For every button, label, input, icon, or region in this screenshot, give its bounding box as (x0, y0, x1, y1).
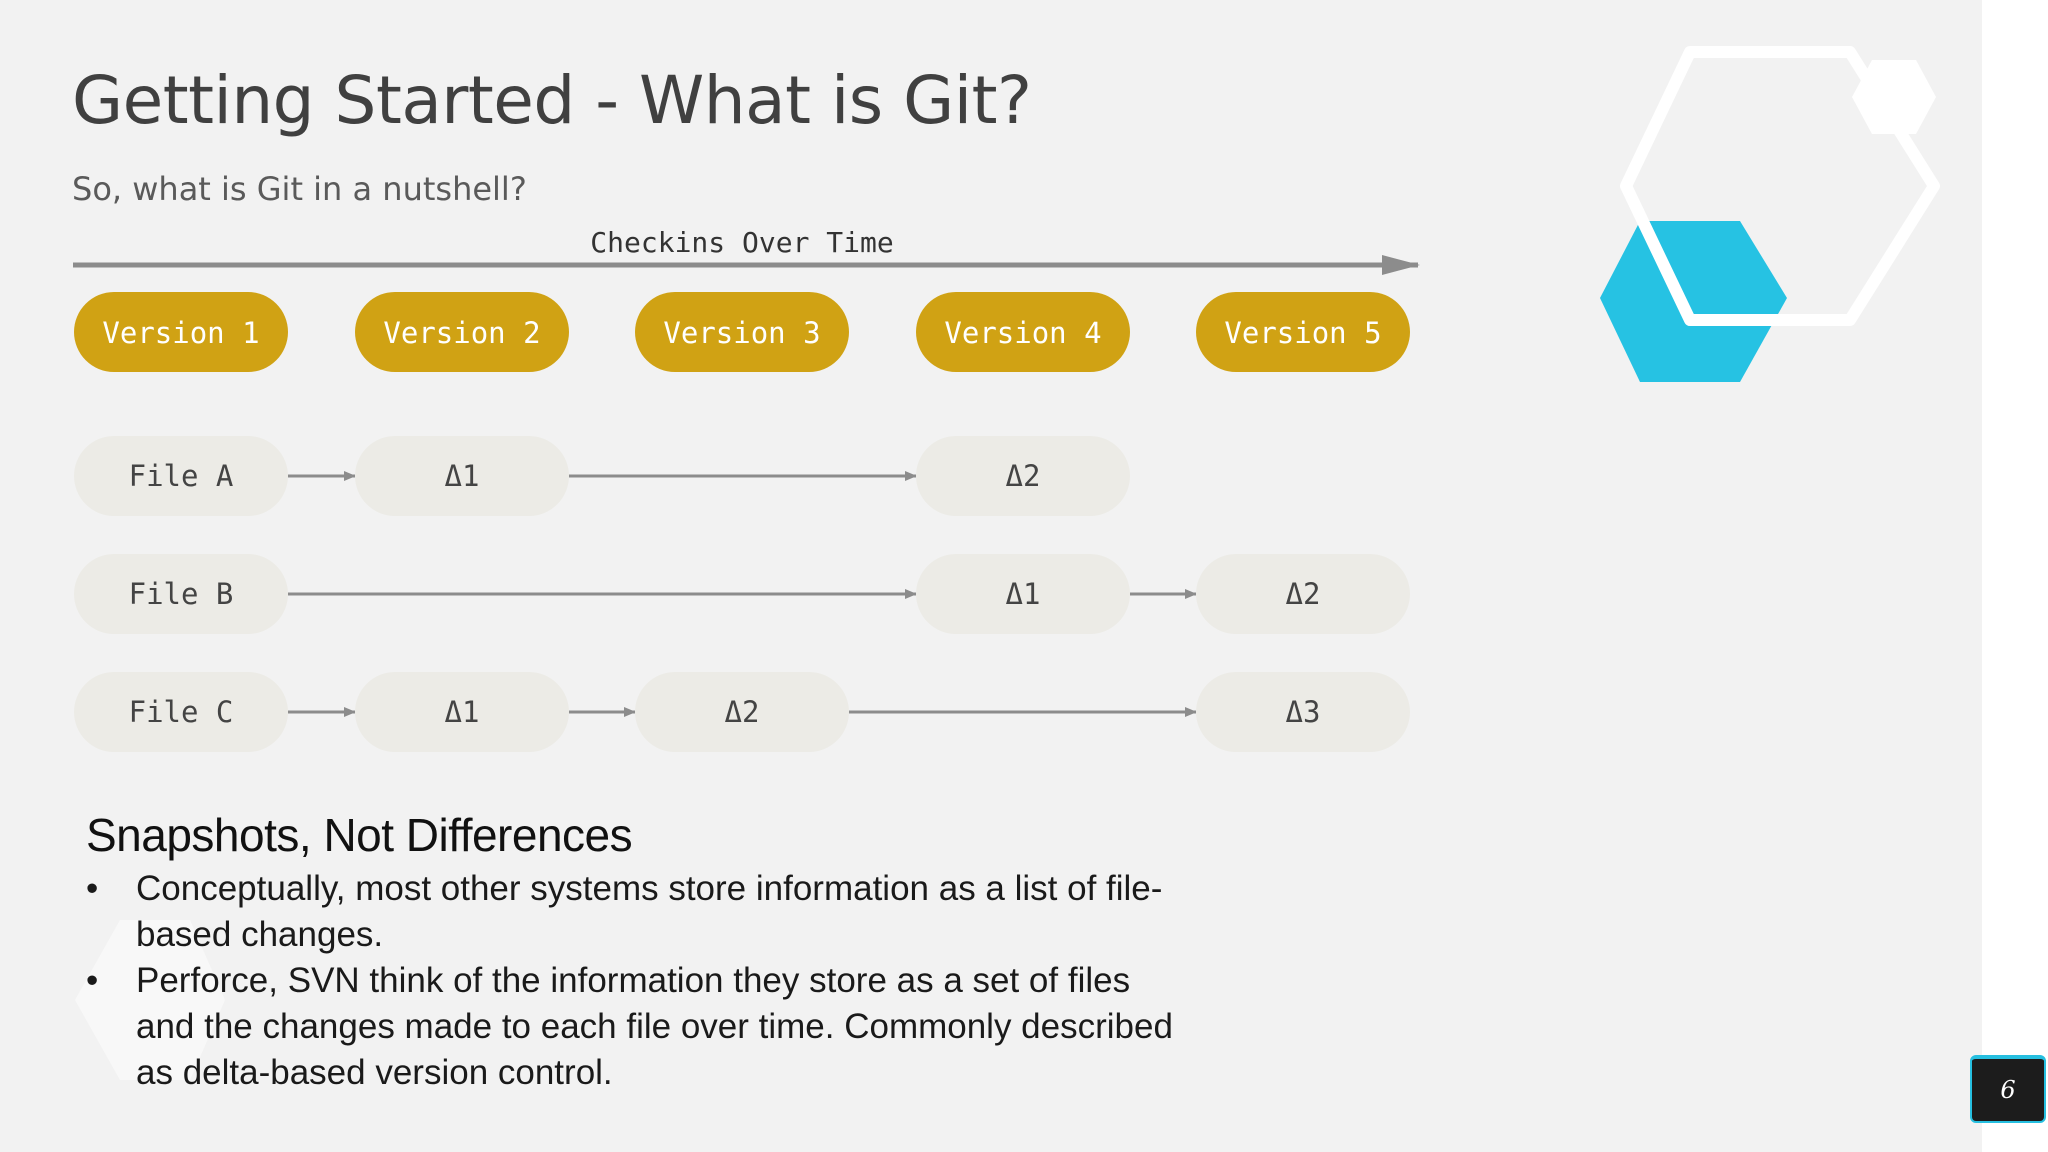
file-pill-a (74, 436, 288, 516)
version-pill-4: Version 4 (916, 292, 1130, 372)
delta-label-b-1: Δ1 (1006, 577, 1041, 611)
file-row-c: File C Δ1 Δ2 Δ3 (74, 672, 1410, 752)
delta-pill-a-2 (916, 436, 1130, 516)
bullet-marker: • (86, 869, 99, 908)
file-row-b: File B Δ1 Δ2 (74, 554, 1410, 634)
window-edge (2024, 0, 2048, 1152)
delta-label-c-2: Δ2 (725, 695, 760, 729)
version-pill-2: Version 2 (355, 292, 569, 372)
cyan-hexagon-shape (1600, 221, 1787, 382)
bullet-text-2: Perforce, SVN think of the information t… (136, 961, 1173, 1092)
version-label-5: Version 5 (1224, 316, 1381, 350)
slide-title: Getting Started - What is Git? (72, 62, 1032, 139)
small-white-hexagon-shape (1852, 60, 1936, 134)
slide-subtitle: So, what is Git in a nutshell? (72, 170, 527, 208)
bullet-list: • Conceptually, most other systems store… (86, 866, 1186, 1096)
file-label-a: File A (129, 459, 234, 493)
white-hexagon-outline-shape (1620, 46, 1940, 326)
file-row-a: File A Δ1 Δ2 (74, 436, 1130, 516)
delta-label-c-3: Δ3 (1286, 695, 1321, 729)
delta-storage-diagram: Checkins Over Time Version 1 Version 2 V… (73, 226, 1420, 752)
slide-canvas: Getting Started - What is Git? So, what … (0, 0, 1982, 1152)
bullet-marker: • (86, 961, 99, 1000)
delta-pill-c-3 (1196, 672, 1410, 752)
faint-hexagon-shape (75, 920, 225, 1080)
delta-label-c-1: Δ1 (445, 695, 480, 729)
version-label-2: Version 2 (383, 316, 540, 350)
file-label-c: File C (129, 695, 234, 729)
bullet-item-1: • Conceptually, most other systems store… (86, 866, 1186, 958)
version-pill-5: Version 5 (1196, 292, 1410, 372)
faint-hexagon-decoration (75, 920, 225, 1080)
version-label-3: Version 3 (663, 316, 820, 350)
delta-pill-c-1 (355, 672, 569, 752)
version-label-1: Version 1 (102, 316, 259, 350)
delta-label-a-2: Δ2 (1006, 459, 1041, 493)
bullet-text-1: Conceptually, most other systems store i… (136, 869, 1163, 954)
version-pill-3: Version 3 (635, 292, 849, 372)
page-number-badge: 6 (1970, 1055, 2046, 1123)
delta-pill-b-1 (916, 554, 1130, 634)
section-heading: Snapshots, Not Differences (86, 809, 633, 861)
timeline-label: Checkins Over Time (590, 226, 893, 259)
delta-label-b-2: Δ2 (1286, 577, 1321, 611)
delta-pill-c-2 (635, 672, 849, 752)
delta-pill-b-2 (1196, 554, 1410, 634)
version-pill-1: Version 1 (74, 292, 288, 372)
hexagon-decoration (1600, 46, 1940, 382)
version-label-4: Version 4 (944, 316, 1101, 350)
file-pill-c (74, 672, 288, 752)
file-label-b: File B (129, 577, 234, 611)
file-pill-b (74, 554, 288, 634)
delta-pill-a-1 (355, 436, 569, 516)
bullet-item-2: • Perforce, SVN think of the information… (86, 958, 1186, 1096)
delta-label-a-1: Δ1 (445, 459, 480, 493)
